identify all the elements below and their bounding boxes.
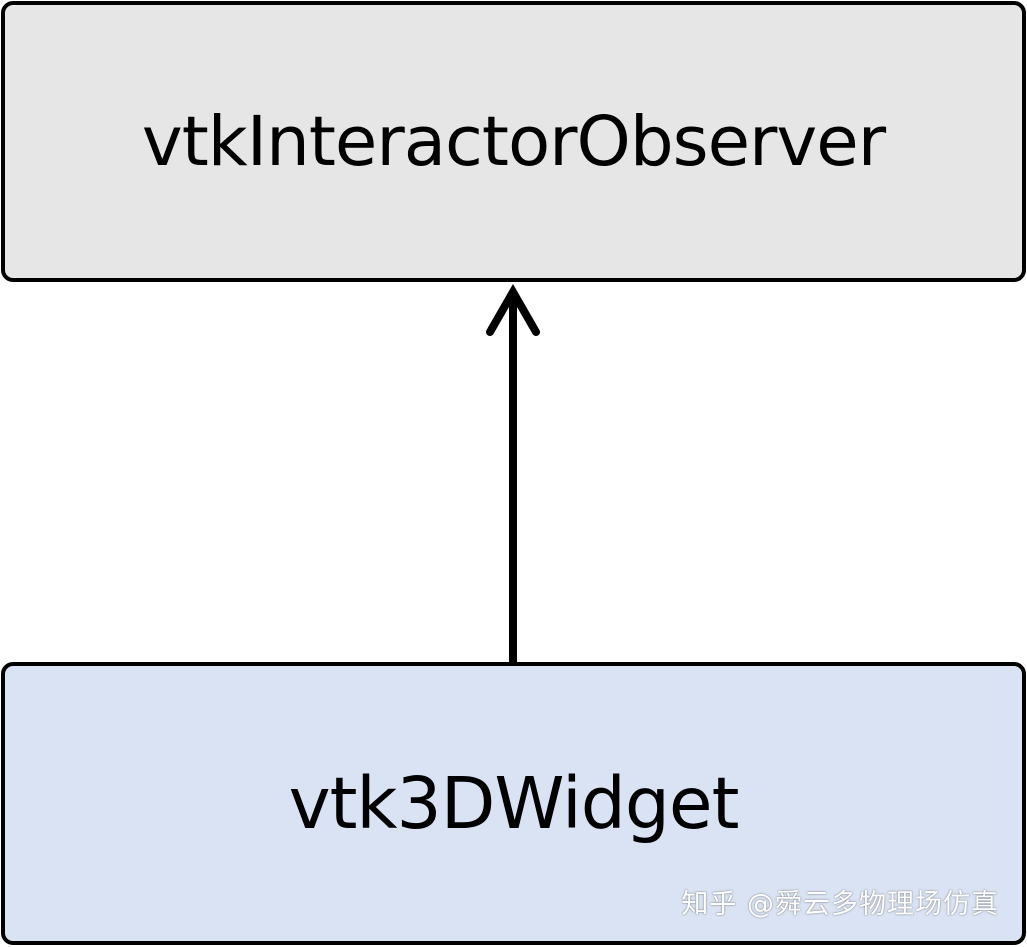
child-class-box: vtk3DWidget [1,662,1026,945]
watermark: 知乎 @舜云多物理场仿真 [681,889,999,920]
parent-class-box: vtkInteractorObserver [1,1,1026,282]
arrow-head-icon [486,283,540,336]
parent-class-label: vtkInteractorObserver [141,101,886,182]
child-class-label: vtk3DWidget [288,762,740,845]
